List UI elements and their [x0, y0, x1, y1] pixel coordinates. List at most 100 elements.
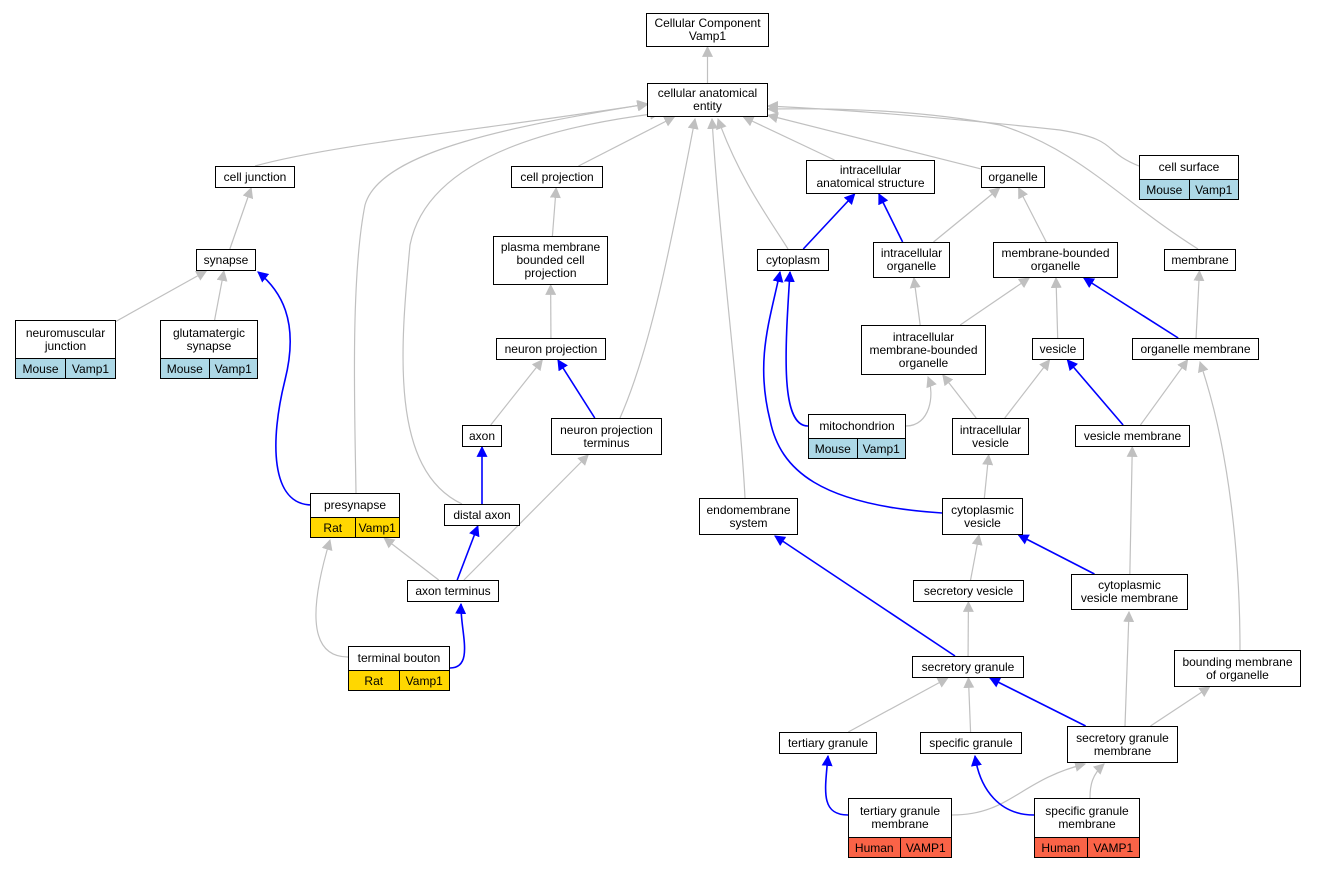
term-node-np[interactable]: neuron projection — [496, 338, 606, 360]
edge-om-to-mbo — [1084, 278, 1178, 338]
species-tag: Rat — [349, 671, 399, 690]
term-label: vesicle — [1033, 339, 1083, 359]
edge-tg-to-sg — [848, 678, 947, 732]
term-label-line: Vamp1 — [654, 30, 760, 43]
term-node-sg[interactable]: secretory granule — [912, 656, 1024, 678]
term-label-line: endomembrane — [706, 504, 790, 517]
edge-io-to-ias — [879, 194, 903, 242]
term-label: secretory vesicle — [914, 581, 1023, 601]
term-label: presynapse — [311, 494, 399, 517]
species-tag: Human — [1035, 838, 1087, 857]
edge-tb-to-pre — [316, 540, 348, 657]
term-label-line: secretory granule — [922, 661, 1015, 674]
term-node-at[interactable]: axon terminus — [407, 580, 499, 602]
term-node-tg[interactable]: tertiary granule — [779, 732, 877, 754]
term-label-line: cell surface — [1159, 161, 1220, 174]
term-node-cyto[interactable]: cytoplasm — [757, 249, 829, 271]
gene-tag: Vamp1 — [355, 518, 400, 537]
term-node-vm[interactable]: vesicle membrane — [1075, 425, 1190, 447]
term-label-line: glutamatergic — [173, 327, 245, 340]
term-label: cell surface — [1140, 156, 1238, 179]
term-label-line: vesicle — [960, 437, 1021, 450]
edge-es-to-cae — [712, 119, 745, 498]
edge-cyto-to-ias — [803, 194, 854, 249]
term-node-mem[interactable]: membrane — [1164, 249, 1236, 271]
term-label: organelle membrane — [1133, 339, 1258, 359]
term-label: cell projection — [512, 167, 602, 187]
edge-cvm-to-cv — [1019, 535, 1095, 574]
edge-tb-to-at — [450, 604, 465, 668]
edge-mito-to-imbo — [906, 377, 931, 426]
term-label-line: synapse — [204, 254, 249, 267]
edge-imbo-to-mbo — [960, 278, 1029, 325]
term-label-line: axon terminus — [415, 585, 490, 598]
term-label: mitochondrion — [809, 415, 905, 438]
term-label-line: terminus — [560, 437, 653, 450]
species-tag: Human — [849, 838, 900, 857]
edge-ias-to-cae — [743, 117, 834, 160]
edge-npt-to-cae — [620, 119, 695, 418]
term-label-line: organelle — [1001, 260, 1109, 273]
term-node-ves[interactable]: vesicle — [1032, 338, 1084, 360]
edge-axon-to-np — [491, 360, 543, 425]
term-node-syn[interactable]: synapse — [196, 249, 256, 271]
term-label-line: tertiary granule — [788, 737, 868, 750]
term-node-da[interactable]: distal axon — [444, 504, 520, 526]
edge-om-to-mem — [1196, 271, 1199, 338]
term-node-om[interactable]: organelle membrane — [1132, 338, 1259, 360]
gene-tag: Vamp1 — [1189, 180, 1239, 199]
edge-mito-to-cyto — [786, 272, 808, 426]
species-tag: Mouse — [16, 359, 65, 378]
edge-cs-to-cae — [768, 106, 1139, 166]
edge-spgm-to-sgm — [1090, 764, 1104, 798]
term-label-line: organelle — [881, 260, 942, 273]
term-label: terminal bouton — [349, 647, 449, 670]
term-label-line: anatomical structure — [816, 177, 924, 190]
term-node-spg[interactable]: specific granule — [920, 732, 1022, 754]
term-label-line: vesicle — [951, 517, 1014, 530]
gene-tag: Vamp1 — [209, 359, 258, 378]
term-node-cj[interactable]: cell junction — [215, 166, 295, 188]
term-node-sv[interactable]: secretory vesicle — [913, 580, 1024, 602]
term-label-line: system — [706, 517, 790, 530]
edge-bmo-to-om — [1200, 362, 1240, 650]
term-node-cp[interactable]: cell projection — [511, 166, 603, 188]
term-node-axon[interactable]: axon — [462, 425, 502, 447]
species-tag: Mouse — [1140, 180, 1189, 199]
term-label-line: cytoplasmic — [951, 504, 1014, 517]
term-node-org[interactable]: organelle — [981, 166, 1045, 188]
